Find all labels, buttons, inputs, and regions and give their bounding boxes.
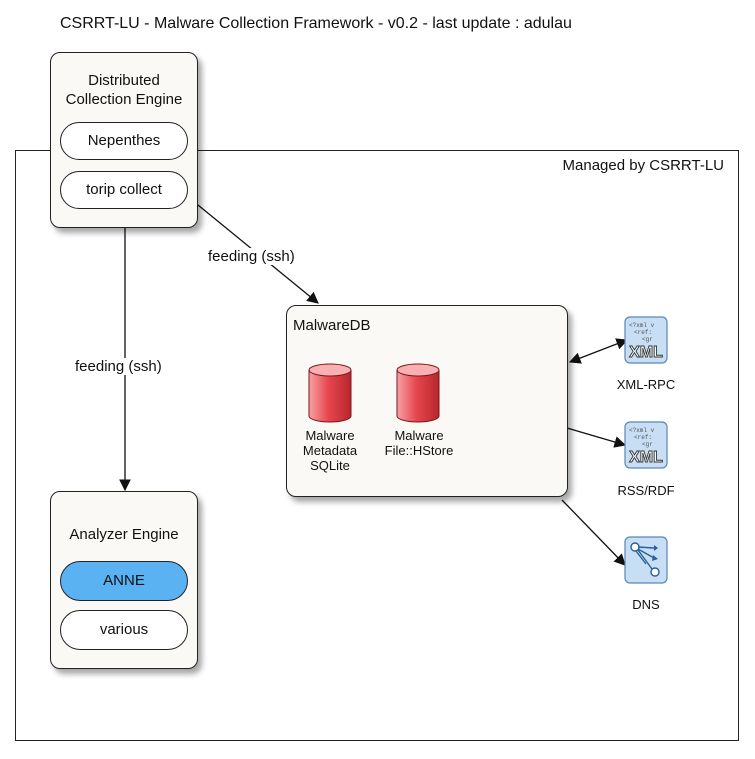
- analyzer-engine-box: Analyzer Engine ANNE various: [50, 491, 198, 669]
- svg-text:<gr: <gr: [642, 336, 653, 343]
- edge-label-feeding-down: feeding (ssh): [75, 358, 162, 375]
- svg-text:XML: XML: [629, 449, 663, 466]
- collection-item-nepenthes: Nepenthes: [60, 122, 188, 160]
- edge-malwaredb-xmlrpc: [568, 338, 629, 364]
- svg-text:<?xml v: <?xml v: [629, 427, 655, 434]
- managed-frame-label: Managed by CSRRT-LU: [562, 157, 724, 174]
- database-icon: [308, 363, 352, 423]
- xml-document-icon: <?xml v <ref: <gr XML: [624, 316, 668, 364]
- xml-document-icon: <?xml v <ref: <gr XML: [624, 421, 668, 469]
- edge-malwaredb-rssrdf: [566, 427, 627, 448]
- analyzer-item-various: various: [60, 610, 188, 650]
- collection-engine-box: Distributed Collection Engine Nepenthes …: [50, 52, 198, 228]
- network-graph-icon: [624, 536, 668, 584]
- store-hstore-label: Malware File::HStore: [384, 428, 454, 458]
- collection-item-torip-collect: torip collect: [60, 171, 188, 209]
- store-metadata-label: Malware Metadata SQLite: [302, 428, 358, 473]
- svg-text:XML: XML: [629, 344, 663, 361]
- diagram-title: CSRRT-LU - Malware Collection Framework …: [60, 15, 572, 32]
- svg-text:<ref:: <ref:: [634, 434, 652, 441]
- analyzer-item-anne: ANNE: [60, 561, 188, 601]
- collection-engine-title-line2: Collection Engine: [65, 91, 183, 108]
- malwaredb-title: MalwareDB: [293, 317, 371, 334]
- database-icon: [396, 363, 440, 423]
- svg-text:<gr: <gr: [642, 441, 653, 448]
- malwaredb-box: MalwareDB Malware Metadata SQLite Malwar…: [286, 305, 568, 497]
- service-label-rss-rdf: RSS/RDF: [617, 483, 675, 498]
- collection-engine-title-line1: Distributed: [88, 72, 160, 89]
- managed-frame: Managed by CSRRT-LU: [15, 150, 739, 741]
- service-label-xml-rpc: XML-RPC: [616, 377, 676, 392]
- edge-label-feeding-right: feeding (ssh): [208, 248, 295, 265]
- svg-text:<?xml v: <?xml v: [629, 322, 655, 329]
- analyzer-engine-title: Analyzer Engine: [69, 526, 179, 543]
- svg-text:<ref:: <ref:: [634, 329, 652, 336]
- collection-engine-title: Distributed Collection Engine: [51, 71, 197, 109]
- service-label-dns: DNS: [632, 597, 660, 612]
- edge-malwaredb-dns: [561, 499, 626, 566]
